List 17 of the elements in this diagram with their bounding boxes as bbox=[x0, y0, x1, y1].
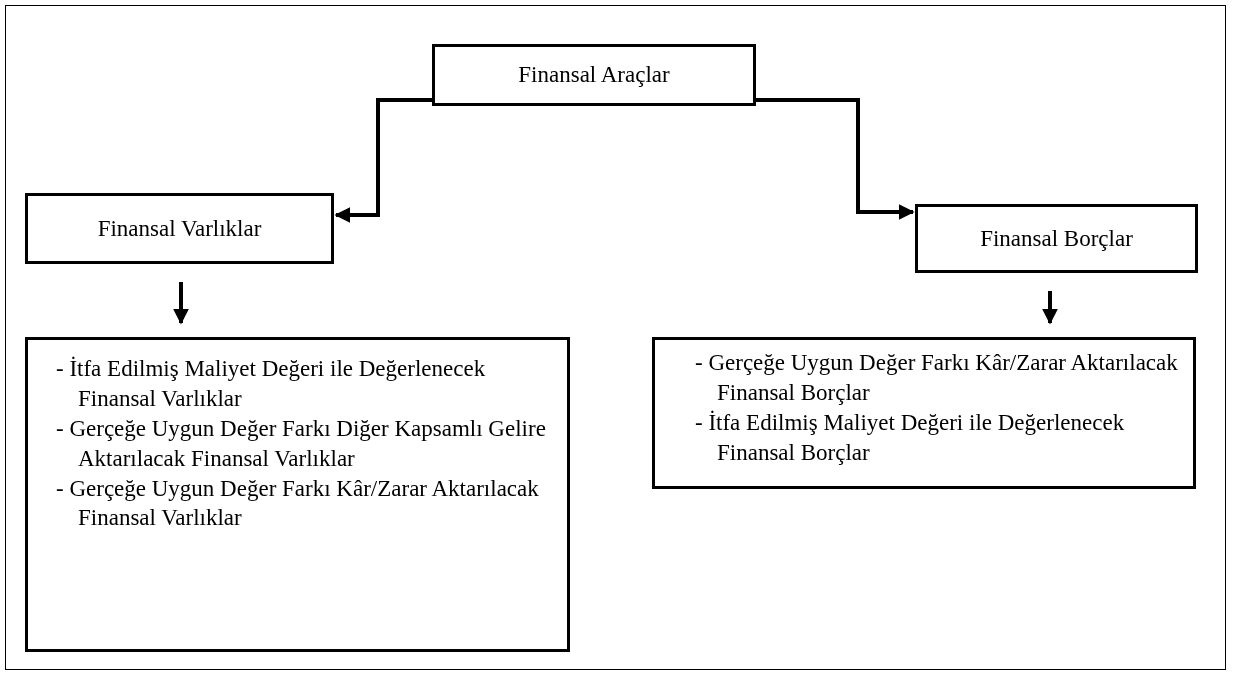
list-item: - Gerçeğe Uygun Değer Farkı Kâr/Zarar Aktarılacak Finansal Varlıklar bbox=[56, 474, 540, 533]
arrow bbox=[756, 98, 915, 220]
arrow bbox=[173, 282, 189, 325]
category-box bbox=[915, 204, 1198, 273]
box-label: Finansal Araçlar bbox=[518, 61, 670, 90]
list-item: - İtfa Edilmiş Maliyet Değeri ile Değerlenecek Finansal Borçlar bbox=[695, 408, 1126, 467]
arrow bbox=[334, 98, 432, 223]
category-box bbox=[25, 193, 334, 264]
list-item: - İtfa Edilmiş Maliyet Değeri ile Değerlenecek Finansal Varlıklar bbox=[56, 355, 487, 413]
arrow bbox=[1042, 291, 1058, 325]
list-box bbox=[652, 337, 1196, 489]
category-box bbox=[432, 44, 756, 106]
box-label: Finansal Borçlar bbox=[980, 224, 1133, 253]
box-label: Finansal Varlıklar bbox=[97, 214, 262, 243]
list-item: - Gerçeğe Uygun Değer Farkı Kâr/Zarar Aktarılacak Finansal Borçlar bbox=[695, 349, 1179, 407]
list-item: - Gerçeğe Uygun Değer Farkı Diğer Kapsamlı Gelire Aktarılacak Finansal Varlıklar bbox=[56, 414, 547, 473]
list-box bbox=[25, 337, 570, 652]
